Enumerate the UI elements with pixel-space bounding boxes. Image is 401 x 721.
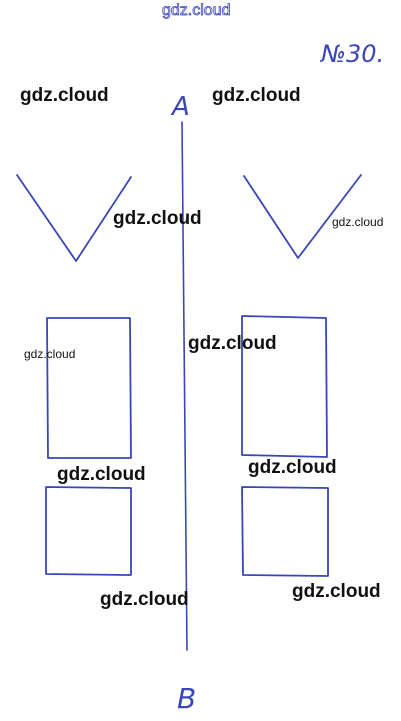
watermark: gdz.cloud	[188, 333, 277, 354]
symmetry-axis-line	[181, 121, 188, 651]
axis-point-a: A	[170, 92, 190, 122]
watermark: gdz.cloud	[100, 589, 189, 610]
watermark-top: gdz.cloud	[162, 2, 231, 19]
left-angle-shape	[16, 174, 132, 262]
left-square	[45, 486, 132, 576]
right-square	[241, 486, 329, 577]
watermark: gdz.cloud	[332, 215, 384, 229]
right-angle-shape	[243, 174, 362, 259]
watermark: gdz.cloud	[292, 581, 381, 602]
watermark: gdz.cloud	[24, 347, 76, 361]
left-tall-rectangle	[46, 317, 132, 459]
watermark: gdz.cloud	[57, 464, 146, 485]
axis-point-b: B	[177, 682, 196, 715]
watermark: gdz.cloud	[248, 457, 337, 478]
right-tall-rectangle	[241, 315, 328, 458]
watermark: gdz.cloud	[113, 208, 202, 229]
watermark: gdz.cloud	[20, 85, 109, 106]
watermark: gdz.cloud	[212, 85, 301, 106]
handwritten-number: №30.	[319, 40, 384, 68]
